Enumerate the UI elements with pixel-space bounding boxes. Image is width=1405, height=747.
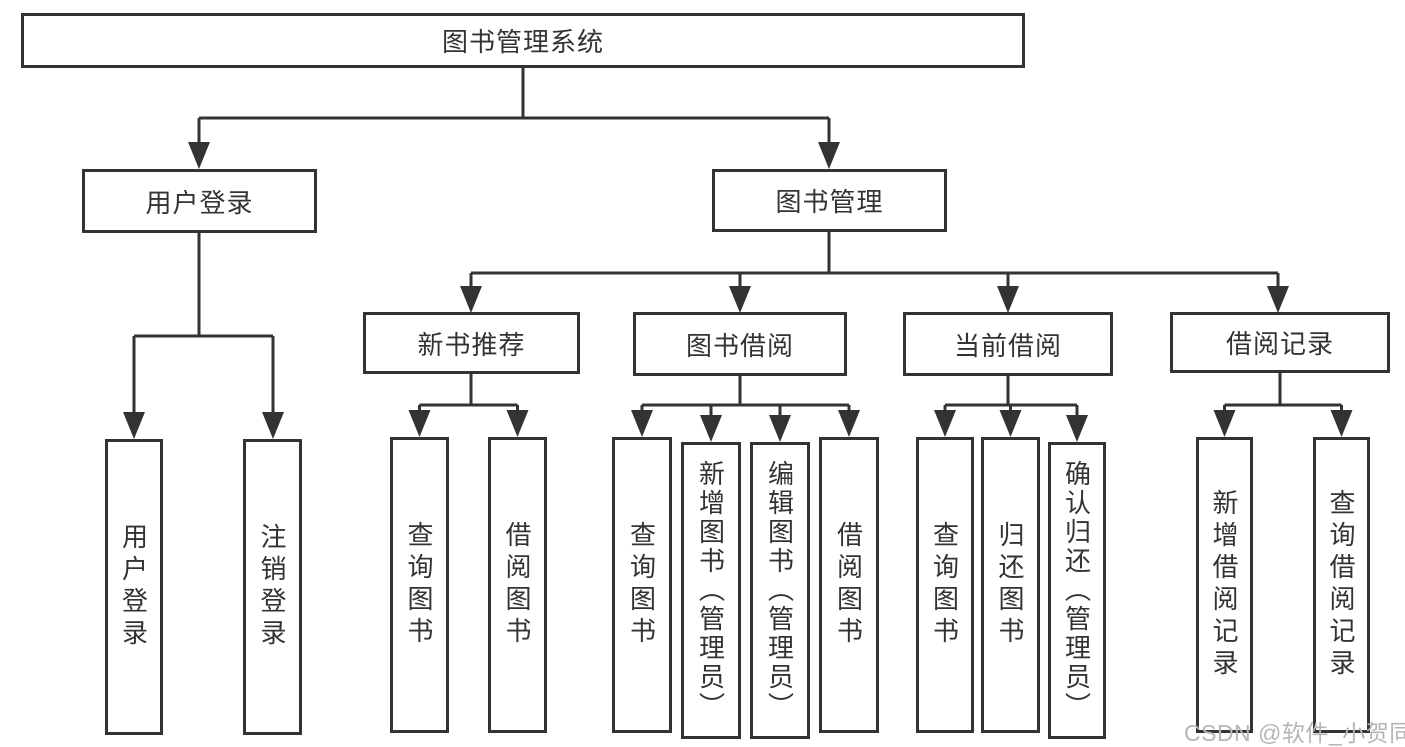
leaf-query-books-current: 查询图书 [916,437,974,733]
leaf-query-borrow-record: 查询借阅记录 [1313,437,1370,733]
leaf-confirm-return-admin: 确认归还（管理员） [1048,442,1106,739]
watermark-text: CSDN @软件_小贺同学 [1184,720,1405,746]
leaf-borrow-books-borrow: 借阅图书 [819,437,879,733]
leaf-edit-book-admin: 编辑图书（管理员） [750,442,810,739]
leaf-return-book: 归还图书 [981,437,1040,733]
leaf-query-books-borrow: 查询图书 [612,437,672,733]
node-current-borrow: 当前借阅 [903,312,1113,376]
node-book-borrow: 图书借阅 [633,312,847,376]
leaf-add-book-admin: 新增图书（管理员） [681,442,741,739]
node-borrow-records: 借阅记录 [1170,312,1390,373]
leaf-add-borrow-record: 新增借阅记录 [1196,437,1253,733]
leaf-borrow-books-recommend: 借阅图书 [488,437,547,733]
leaf-user-login: 用户登录 [105,439,163,735]
node-root: 图书管理系统 [21,13,1025,68]
arrowheads [123,142,1353,442]
leaf-query-books-recommend: 查询图书 [390,437,449,733]
node-book-management: 图书管理 [712,169,947,232]
node-user-login: 用户登录 [82,169,317,233]
node-new-book-recommend: 新书推荐 [363,312,580,374]
leaf-logout: 注销登录 [243,439,302,735]
